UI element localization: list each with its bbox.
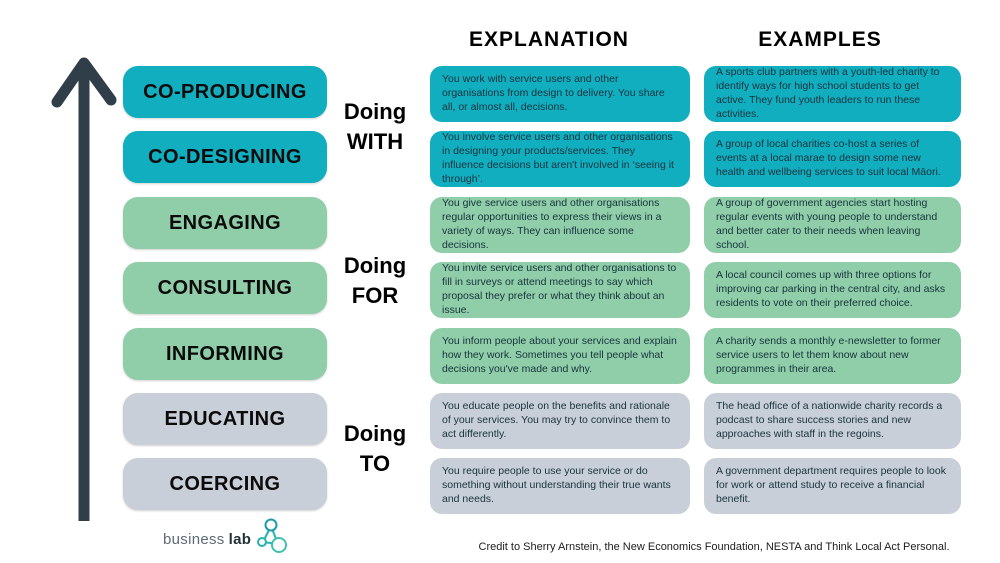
logo-text-lab: lab [228, 530, 252, 548]
explanation-consulting: You invite service users and other organ… [430, 262, 690, 318]
explanation-coercing: You require people to use your service o… [430, 458, 690, 514]
doing-to-line1: Doing [343, 421, 407, 446]
level-box-consulting: CONSULTING [123, 262, 327, 314]
examples-header: EXAMPLES [758, 28, 882, 51]
example-consulting: A local council comes up with three opti… [704, 262, 961, 318]
doing-with-label: Doing WITH [334, 97, 416, 157]
explanation-co-producing: You work with service users and other or… [430, 66, 690, 122]
level-box-co-designing: CO-DESIGNING [123, 131, 327, 183]
level-box-co-producing: CO-PRODUCING [123, 66, 327, 118]
doing-for-line1: Doing [343, 253, 407, 278]
logo-text-business: business [163, 530, 225, 548]
level-box-informing: INFORMING [123, 328, 327, 380]
doing-with-line2: WITH [346, 129, 404, 154]
explanation-header: EXPLANATION [469, 28, 629, 51]
doing-with-line1: Doing [343, 99, 407, 124]
example-co-producing: A sports club partners with a youth-led … [704, 66, 961, 122]
level-box-engaging: ENGAGING [123, 197, 327, 249]
business-lab-logo: business lab [163, 518, 289, 555]
example-engaging: A group of government agencies start hos… [704, 197, 961, 253]
credit-text: Credit to Sherry Arnstein, the New Econo… [478, 541, 950, 553]
example-co-designing: A group of local charities co-host a ser… [704, 131, 961, 187]
explanation-co-designing: You involve service users and other orga… [430, 131, 690, 187]
doing-to-label: Doing TO [334, 419, 416, 479]
up-arrow-icon [51, 57, 117, 521]
example-informing: A charity sends a monthly e-newsletter t… [704, 328, 961, 384]
explanation-educating: You educate people on the benefits and r… [430, 393, 690, 449]
doing-to-line2: TO [359, 451, 391, 476]
example-coercing: A government department requires people … [704, 458, 961, 514]
explanation-engaging: You give service users and other organis… [430, 197, 690, 253]
explanation-informing: You inform people about your services an… [430, 328, 690, 384]
doing-for-label: Doing FOR [334, 251, 416, 311]
example-educating: The head office of a nationwide charity … [704, 393, 961, 449]
level-box-coercing: COERCING [123, 458, 327, 510]
doing-for-line2: FOR [351, 283, 399, 308]
molecule-icon [257, 518, 288, 553]
level-box-educating: EDUCATING [123, 393, 327, 445]
